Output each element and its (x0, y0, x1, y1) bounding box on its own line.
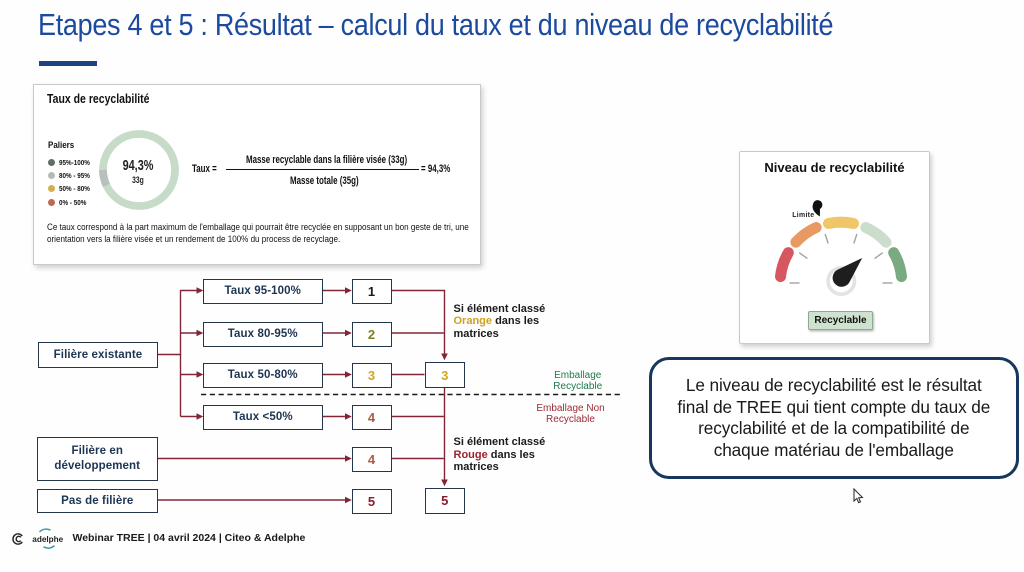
svg-text:Limite: Limite (792, 212, 814, 219)
